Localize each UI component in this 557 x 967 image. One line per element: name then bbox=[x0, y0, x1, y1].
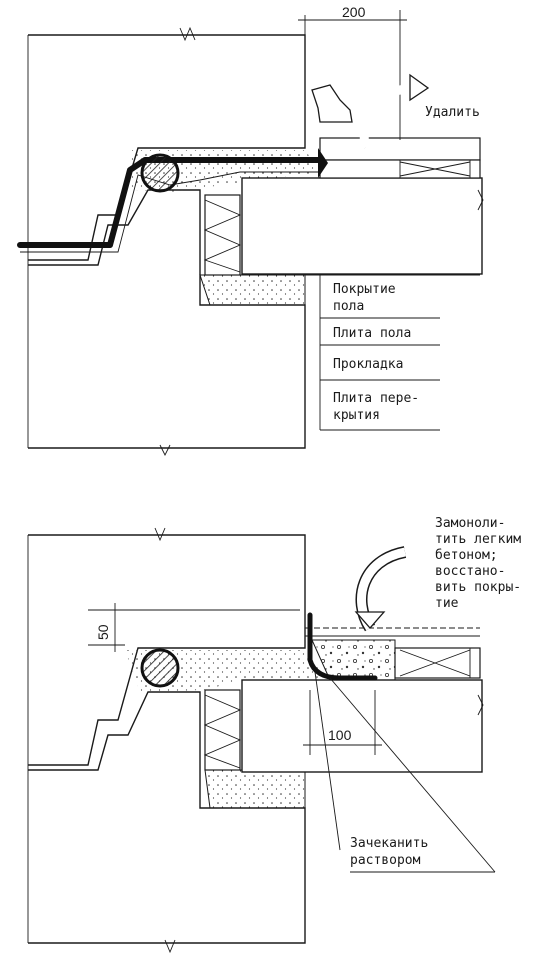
dim-200: 200 bbox=[342, 4, 366, 20]
layer-floor-covering: Покрытие пола bbox=[333, 282, 403, 314]
sealant-profile-bottom bbox=[307, 612, 378, 681]
dim-50: 50 bbox=[95, 624, 111, 640]
layer-gasket: Прокладка bbox=[333, 357, 403, 372]
gasket-pad-top bbox=[204, 194, 241, 276]
top-detail: 200 Удалить Покрытие пола Плита по bbox=[17, 4, 484, 457]
light-concrete-fill bbox=[311, 639, 396, 681]
bottom-detail: 50 100 Замоноли- тить легким бетоном; во… bbox=[27, 516, 529, 954]
layer-ceiling-slab: Плита пере- крытия bbox=[333, 391, 427, 423]
layer-floor-slab: Плита пола bbox=[333, 326, 411, 341]
rope-gasket-top bbox=[140, 153, 180, 193]
left-wall-bottom bbox=[28, 534, 306, 766]
fill-note: Замоноли- тить легким бетоном; восстано-… bbox=[435, 516, 529, 611]
rope-gasket-bottom bbox=[140, 648, 180, 688]
gasket-pad-bottom bbox=[204, 689, 241, 771]
layer-table: Покрытие пола Плита пола Прокладка Плита… bbox=[305, 274, 480, 431]
remove-label: Удалить bbox=[425, 105, 480, 120]
floor-covering-top bbox=[319, 137, 481, 161]
mortar-bed-top bbox=[199, 274, 306, 306]
caulk-note: Зачеканить раствором bbox=[350, 836, 436, 868]
floor-slab-bottom bbox=[241, 679, 483, 773]
sealant-strip-top bbox=[17, 157, 323, 248]
floor-slab-top bbox=[241, 177, 483, 275]
dim-100: 100 bbox=[328, 727, 352, 743]
skirting-board bbox=[311, 84, 353, 123]
